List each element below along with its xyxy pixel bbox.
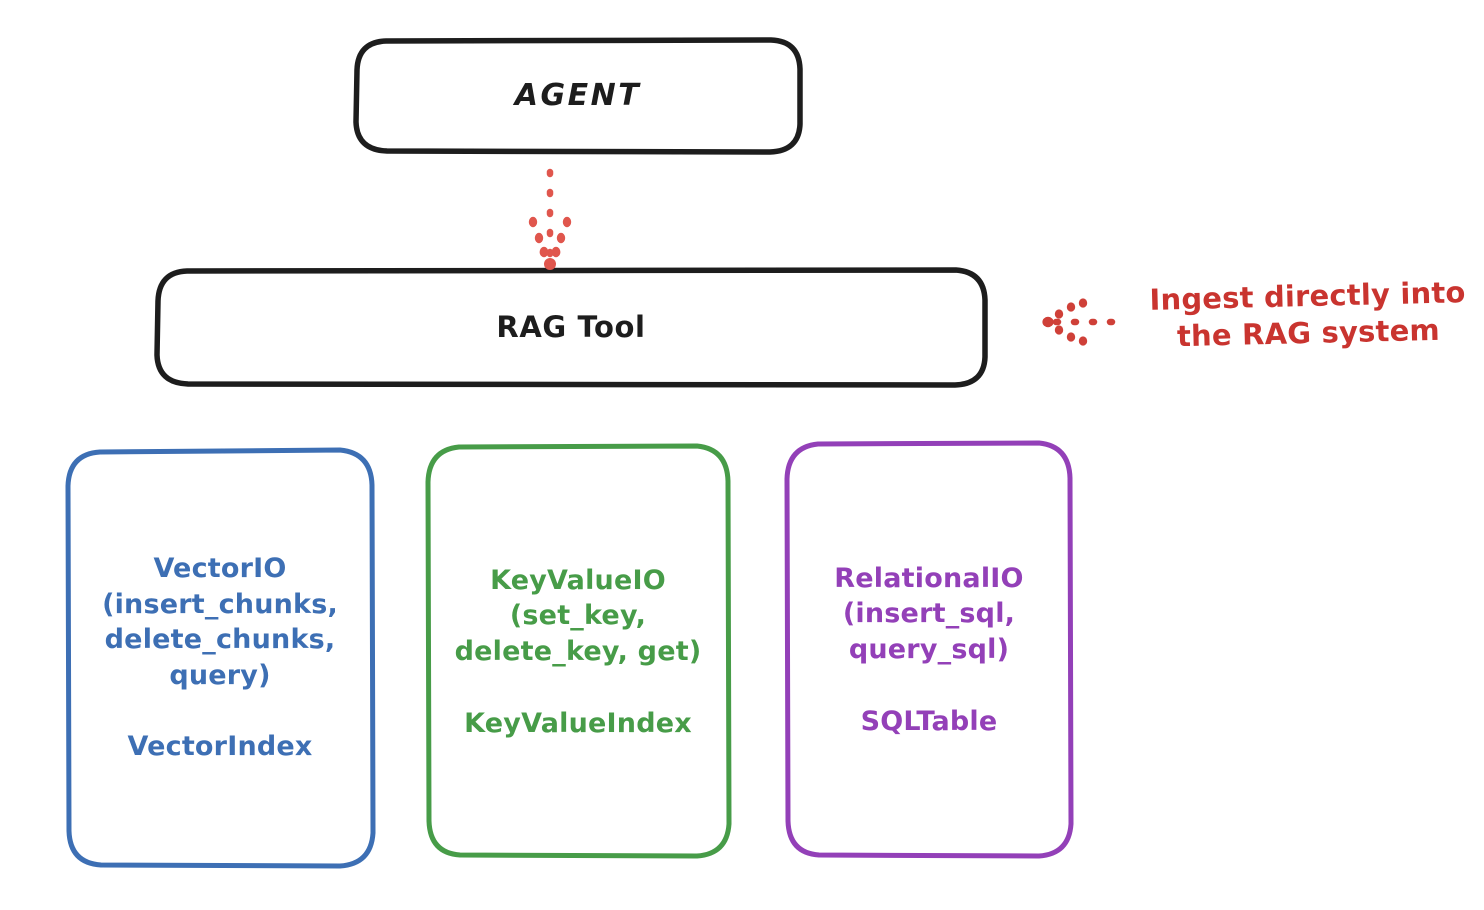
key-value-io-node-label: KeyValueIO (set_key, delete_key, get) Ke… bbox=[429, 448, 727, 856]
relational-io-index-label: SQLTable bbox=[860, 705, 998, 737]
relational-io-node-shape[interactable] bbox=[784, 440, 1074, 859]
ingest-note-connector bbox=[1042, 298, 1132, 346]
relational-io-node-label: RelationalIO (insert_sql, query_sql) SQL… bbox=[789, 445, 1069, 855]
relational-io-api-label: RelationalIO (insert_sql, query_sql) bbox=[834, 562, 1024, 665]
rag-tool-node-shape[interactable] bbox=[154, 267, 988, 388]
ingest-annotation-text: Ingest directly into the RAG system bbox=[1149, 275, 1466, 354]
vector-io-node-shape[interactable] bbox=[65, 447, 376, 869]
agent-node-shape[interactable] bbox=[353, 37, 803, 155]
agent-to-rag-tool-connector bbox=[528, 168, 572, 270]
vector-io-index-label: VectorIndex bbox=[127, 731, 313, 763]
key-value-io-index-label: KeyValueIndex bbox=[464, 707, 692, 739]
key-value-io-api-label: KeyValueIO (set_key, delete_key, get) bbox=[454, 564, 702, 667]
key-value-io-node-shape[interactable] bbox=[425, 443, 732, 859]
vector-io-api-label: VectorIO (insert_chunks, delete_chunks, … bbox=[102, 552, 338, 691]
vector-io-node-label: VectorIO (insert_chunks, delete_chunks, … bbox=[70, 452, 370, 864]
